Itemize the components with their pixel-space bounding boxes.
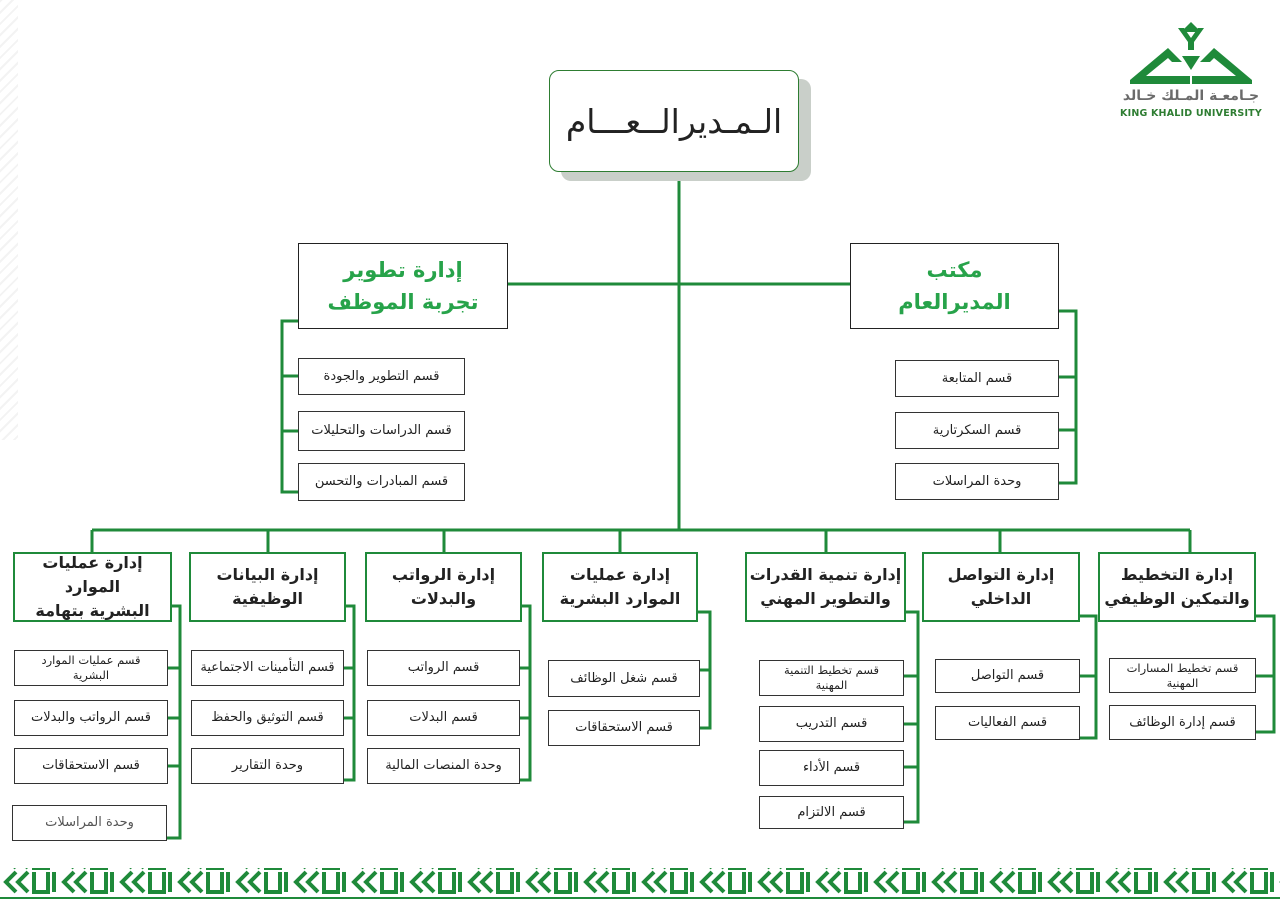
department-box: إدارة الرواتب والبدلات	[365, 552, 522, 622]
section-label: قسم الفعاليات	[967, 715, 1048, 730]
section-box: قسم عمليات الموارد البشرية	[14, 650, 168, 686]
section-box: قسم تخطيط التنمية المهنية	[759, 660, 904, 696]
section-box: قسم التدريب	[759, 706, 904, 742]
section-label: قسم الرواتب والبدلات	[31, 710, 151, 725]
department-box: إدارة البيانات الوظيفية	[189, 552, 346, 622]
section-label: قسم الاستحقاقات	[42, 758, 140, 773]
section-box: وحدة المراسلات	[895, 463, 1059, 500]
section-label: قسم الدراسات والتحليلات	[311, 423, 452, 438]
side-watermark	[0, 0, 18, 440]
section-box: قسم الرواتب والبدلات	[14, 700, 168, 736]
section-label: قسم عمليات الموارد البشرية	[41, 653, 141, 682]
section-box: قسم الفعاليات	[935, 706, 1080, 740]
department-box: إدارة عمليات الموارد البشرية	[542, 552, 698, 622]
department-label: إدارة الرواتب والبدلات	[391, 565, 496, 608]
section-box: قسم الأداء	[759, 750, 904, 786]
section-box: قسم التوثيق والحفظ	[191, 700, 344, 736]
section-label: قسم تخطيط التنمية المهنية	[783, 663, 880, 692]
section-box: قسم الرواتب	[367, 650, 520, 686]
section-label: قسم التأمينات الاجتماعية	[200, 660, 335, 675]
section-label: وحدة المنصات المالية	[385, 758, 502, 773]
section-box: قسم السكرتارية	[895, 412, 1059, 449]
section-box: وحدة المنصات المالية	[367, 748, 520, 784]
major-label: إدارة تطوير تجربة الموظف	[327, 258, 479, 314]
section-box: وحدة المراسلات	[12, 805, 167, 841]
section-box: قسم الاستحقاقات	[548, 710, 700, 746]
section-label: قسم التوثيق والحفظ	[211, 710, 324, 725]
section-box: قسم التطوير والجودة	[298, 358, 465, 395]
department-label: إدارة التخطيط والتمكين الوظيفي	[1104, 565, 1250, 608]
department-label: إدارة البيانات الوظيفية	[216, 565, 319, 608]
section-label: قسم البدلات	[409, 710, 478, 725]
department-box: إدارة التواصل الداخلي	[922, 552, 1080, 622]
section-box: قسم شغل الوظائف	[548, 660, 700, 697]
major-box-gm-office: مكتب المديرالعام	[850, 243, 1059, 329]
department-label: إدارة عمليات الموارد البشرية بتهامة	[35, 553, 150, 620]
major-label: مكتب المديرالعام	[898, 258, 1011, 314]
section-label: قسم الأداء	[802, 760, 861, 775]
section-box: قسم تخطيط المسارات المهنية	[1109, 658, 1256, 693]
department-label: إدارة عمليات الموارد البشرية	[559, 565, 681, 608]
section-label: قسم الرواتب	[407, 660, 480, 675]
section-label: قسم الالتزام	[797, 804, 866, 820]
section-box: قسم الاستحقاقات	[14, 748, 168, 784]
general-manager-label: الـمـديرالــعـــام	[565, 101, 783, 141]
section-label: قسم التطوير والجودة	[323, 368, 440, 384]
section-label: قسم التواصل	[970, 668, 1045, 683]
major-box-employee-experience: إدارة تطوير تجربة الموظف	[298, 243, 508, 329]
section-box: قسم إدارة الوظائف	[1109, 705, 1256, 740]
section-box: قسم الدراسات والتحليلات	[298, 411, 465, 451]
section-label: قسم المتابعة	[941, 370, 1013, 386]
section-box: وحدة التقارير	[191, 748, 344, 784]
section-box: قسم البدلات	[367, 700, 520, 736]
section-box: قسم المتابعة	[895, 360, 1059, 397]
section-label: قسم الاستحقاقات	[575, 720, 673, 735]
section-box: قسم التأمينات الاجتماعية	[191, 650, 344, 686]
section-label: وحدة المراسلات	[45, 815, 134, 830]
section-label: قسم شغل الوظائف	[570, 670, 678, 686]
section-label: قسم تخطيط المسارات المهنية	[1126, 660, 1239, 690]
section-label: قسم المبادرات والتحسن	[314, 474, 449, 489]
section-label: قسم إدارة الوظائف	[1129, 714, 1236, 730]
section-box: قسم الالتزام	[759, 796, 904, 829]
section-label: قسم السكرتارية	[932, 422, 1022, 438]
logo-english-text: KING KHALID UNIVERSITY	[1120, 108, 1262, 119]
section-label: وحدة المراسلات	[932, 473, 1022, 489]
department-box: إدارة تنمية القدرات والتطوير المهني	[745, 552, 906, 622]
department-label: إدارة تنمية القدرات والتطوير المهني	[749, 565, 902, 608]
general-manager-box: الـمـديرالــعـــام	[549, 70, 799, 172]
department-label: إدارة التواصل الداخلي	[947, 565, 1055, 608]
logo-arabic-text: جـامعـة المـلك خـالد	[1122, 88, 1260, 104]
section-box: قسم المبادرات والتحسن	[298, 463, 465, 501]
section-box: قسم التواصل	[935, 659, 1080, 693]
decorative-border-strip	[0, 868, 1280, 899]
section-label: وحدة التقارير	[231, 758, 304, 773]
section-label: قسم التدريب	[795, 716, 868, 731]
department-box: إدارة التخطيط والتمكين الوظيفي	[1098, 552, 1256, 622]
department-box: إدارة عمليات الموارد البشرية بتهامة	[13, 552, 172, 622]
university-logo-icon	[1130, 22, 1252, 84]
